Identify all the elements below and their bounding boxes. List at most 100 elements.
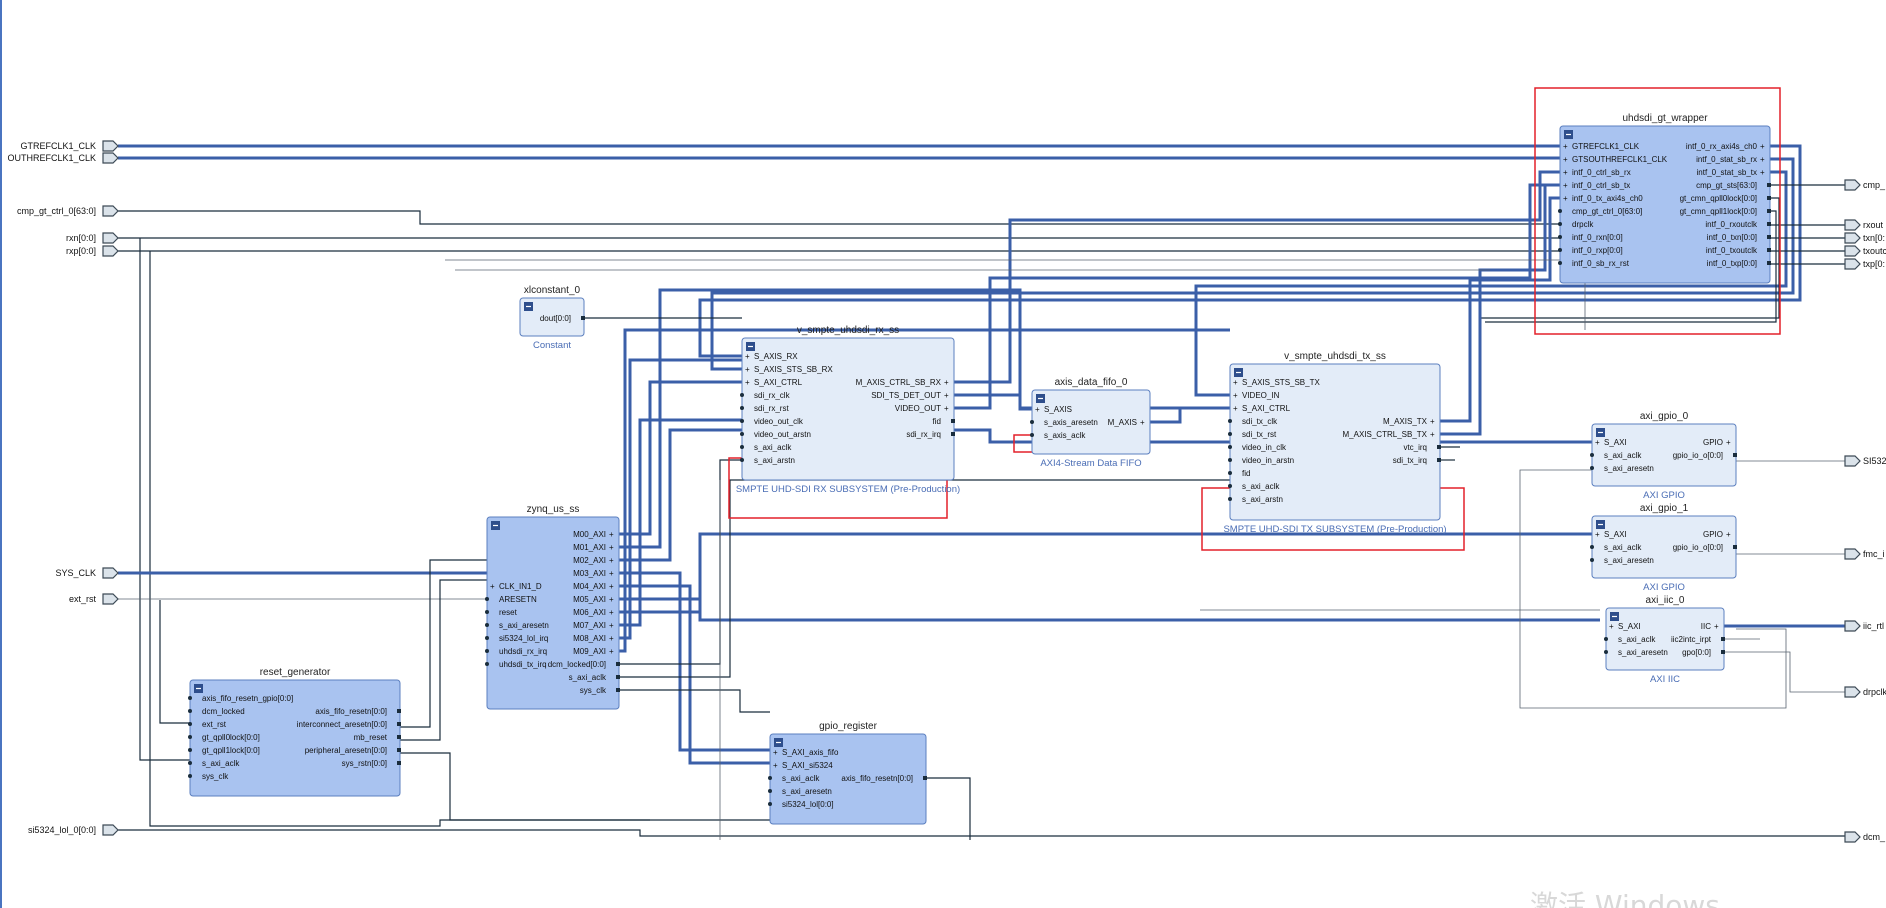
pin-clk-in1-d[interactable]: +CLK_IN1_D [490,582,542,591]
pin-cmp-gt-sts-63-0[interactable]: cmp_gt_sts[63:0] [1696,181,1771,190]
pin-s-axi[interactable]: +S_AXI [1595,530,1627,539]
pin-m04-axi[interactable]: +M04_AXI [573,582,614,591]
pin-si5324-lol-irq[interactable]: si5324_lol_irq [485,634,548,643]
pin-dcm-locked-0-0[interactable]: dcm_locked[0:0] [548,660,620,669]
pin-s-axi-aclk[interactable]: s_axi_aclk [1604,635,1656,644]
pin-uhdsdi-tx-irq[interactable]: uhdsdi_tx_irq [485,660,547,669]
pin-ext-rst[interactable]: ext_rst [188,720,227,729]
pin-gpio[interactable]: +GPIO [1703,530,1731,539]
pin-m07-axi[interactable]: +M07_AXI [573,621,614,630]
pin-s-axi-aclk[interactable]: s_axi_aclk [569,673,620,682]
pin-video-in-clk[interactable]: video_in_clk [1228,443,1287,452]
pin-cmp-gt-ctrl-0-63-0[interactable]: cmp_gt_ctrl_0[63:0] [1558,207,1642,216]
pin-s-axi-arstn[interactable]: s_axi_arstn [1228,495,1283,504]
right-port-rxout[interactable]: rxout [1844,219,1884,231]
pin-s-axi-aclk[interactable]: s_axi_aclk [1590,451,1642,460]
pin-fid[interactable]: fid [1228,469,1250,478]
pin-sdi-ts-det-out[interactable]: +SDI_TS_DET_OUT [871,391,949,400]
left-port-ext-rst[interactable]: ext_rst [69,593,119,605]
pin-s-axi-aresetn[interactable]: s_axi_aresetn [1590,464,1654,473]
right-port-si532[interactable]: SI532 [1844,455,1886,467]
pin-iic2intc-irpt[interactable]: iic2intc_irpt [1671,635,1725,644]
pin-gtrefclk1-clk[interactable]: +GTREFCLK1_CLK [1563,142,1640,151]
pin-gpo-0-0[interactable]: gpo[0:0] [1682,648,1725,657]
pin-gtsouthrefclk1-clk[interactable]: +GTSOUTHREFCLK1_CLK [1563,155,1668,164]
block-zynq-us-ss[interactable]: zynq_us_ss+CLK_IN1_DARESETNresets_axi_ar… [485,504,620,710]
block-uhdsdi-gt-wrapper[interactable]: uhdsdi_gt_wrapper+GTREFCLK1_CLK+GTSOUTHR… [1558,113,1771,284]
pin-s-axi-aresetn[interactable]: s_axi_aresetn [768,787,832,796]
pin-dcm-locked[interactable]: dcm_locked [188,707,245,716]
left-port-rxp-0-0[interactable]: rxp[0:0] [66,245,119,257]
pin-intf-0-tx-axi4s-ch0[interactable]: +intf_0_tx_axi4s_ch0 [1563,194,1643,203]
pin-intf-0-rxoutclk[interactable]: intf_0_rxoutclk [1705,220,1771,229]
pin-si5324-lol-0-0[interactable]: si5324_lol[0:0] [768,800,834,809]
pin-sdi-tx-clk[interactable]: sdi_tx_clk [1228,417,1278,426]
pin-sdi-tx-rst[interactable]: sdi_tx_rst [1228,430,1277,439]
pin-s-axi-aclk[interactable]: s_axi_aclk [1228,482,1280,491]
left-port-gtrefclk1-clk[interactable]: GTREFCLK1_CLK [20,140,119,152]
pin-s-axi-aresetn[interactable]: s_axi_aresetn [485,621,549,630]
pin-gpio-io-o-0-0[interactable]: gpio_io_o[0:0] [1673,451,1737,460]
pin-s-axi-arstn[interactable]: s_axi_arstn [740,456,795,465]
pin-m-axis-ctrl-sb-tx[interactable]: +M_AXIS_CTRL_SB_TX [1343,430,1435,439]
pin-gt-qpll0lock-0-0[interactable]: gt_qpll0lock[0:0] [188,733,260,742]
right-port-fmc-i[interactable]: fmc_i [1844,548,1885,560]
pin-video-out-arstn[interactable]: video_out_arstn [740,430,811,439]
block-body[interactable] [1229,363,1441,521]
pin-s-axis[interactable]: +S_AXIS [1035,405,1072,414]
pin-s-axi-aresetn[interactable]: s_axi_aresetn [1590,556,1654,565]
pin-sdi-rx-rst[interactable]: sdi_rx_rst [740,404,789,413]
pin-gpio-io-o-0-0[interactable]: gpio_io_o[0:0] [1673,543,1737,552]
pin-m00-axi[interactable]: +M00_AXI [573,530,614,539]
pin-axis-fifo-resetn-gpio-0-0[interactable]: axis_fifo_resetn_gpio[0:0] [188,694,293,703]
pin-s-axi-aclk[interactable]: s_axi_aclk [1590,543,1642,552]
pin-s-axi-ctrl[interactable]: +S_AXI_CTRL [745,378,803,387]
pin-video-out-clk[interactable]: video_out_clk [740,417,804,426]
pin-intf-0-rx-axi4s-ch0[interactable]: +intf_0_rx_axi4s_ch0 [1686,142,1765,151]
pin-s-axi-axis-fifo[interactable]: +S_AXI_axis_fifo [773,748,839,757]
pin-m09-axi[interactable]: +M09_AXI [573,647,614,656]
right-port-txoutc[interactable]: txoutc [1844,245,1886,257]
pin-reset[interactable]: reset [485,608,518,617]
pin-drpclk[interactable]: drpclk [1558,220,1594,229]
left-port-cmp-gt-ctrl-0-63-0[interactable]: cmp_gt_ctrl_0[63:0] [17,205,119,217]
block-body[interactable] [1559,125,1771,284]
left-port-outhrefclk1-clk[interactable]: OUTHREFCLK1_CLK [7,152,119,164]
pin-intf-0-rxn-0-0[interactable]: intf_0_rxn[0:0] [1558,233,1623,242]
pin-s-axis-aclk[interactable]: s_axis_aclk [1030,431,1086,440]
pin-m06-axi[interactable]: +M06_AXI [573,608,614,617]
pin-intf-0-txp-0-0[interactable]: intf_0_txp[0:0] [1707,259,1771,268]
pin-video-out[interactable]: +VIDEO_OUT [895,404,949,413]
pin-fid[interactable]: fid [933,417,955,426]
pin-sdi-tx-irq[interactable]: sdi_tx_irq [1393,456,1441,465]
pin-sdi-rx-irq[interactable]: sdi_rx_irq [906,430,955,439]
pin-sys-clk[interactable]: sys_clk [580,686,620,695]
right-port-txn-0[interactable]: txn[0: [1844,232,1885,244]
pin-peripheral-aresetn-0-0[interactable]: peripheral_aresetn[0:0] [305,746,401,755]
right-port-cmp[interactable]: cmp_ [1844,179,1886,191]
left-port-si5324-lol-0-0-0[interactable]: si5324_lol_0[0:0] [28,824,119,836]
right-port-dcm[interactable]: dcm_ [1844,831,1886,843]
right-port-iic-rtl[interactable]: iic_rtl [1844,620,1884,632]
pin-video-in-arstn[interactable]: video_in_arstn [1228,456,1294,465]
pin-gpio[interactable]: +GPIO [1703,438,1731,447]
block-reset-generator[interactable]: reset_generatoraxis_fifo_resetn_gpio[0:0… [188,667,401,797]
pin-dout-0-0[interactable]: dout[0:0] [540,314,585,323]
pin-s-axi-ctrl[interactable]: +S_AXI_CTRL [1233,404,1291,413]
pin-intf-0-stat-sb-rx[interactable]: +intf_0_stat_sb_rx [1696,155,1765,164]
pin-gt-cmn-qpll1lock-0-0[interactable]: gt_cmn_qpll1lock[0:0] [1680,207,1771,216]
pin-m02-axi[interactable]: +M02_AXI [573,556,614,565]
right-port-txp-0[interactable]: txp[0: [1844,258,1885,270]
pin-mb-reset[interactable]: mb_reset [354,733,401,742]
pin-m01-axi[interactable]: +M01_AXI [573,543,614,552]
pin-m-axis[interactable]: +M_AXIS [1108,418,1145,427]
pin-s-axi-aclk[interactable]: s_axi_aclk [740,443,792,452]
pin-gt-qpll1lock-0-0[interactable]: gt_qpll1lock[0:0] [188,746,260,755]
